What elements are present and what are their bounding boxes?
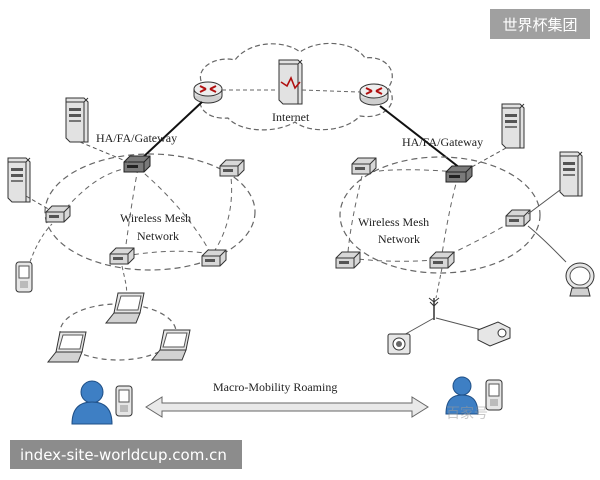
server-icon-right-mid (559, 151, 583, 197)
mobile-phone-icon-left (15, 261, 33, 293)
router-icon-left (193, 81, 223, 104)
mesh-node-left-3 (109, 247, 135, 265)
gateway-node-right (445, 165, 473, 183)
mesh-node-left-4 (201, 249, 227, 267)
uplink-left (139, 101, 203, 161)
projector-icon (477, 321, 511, 347)
mesh-node-left-2 (45, 205, 71, 223)
laptop-icon-right (151, 329, 191, 361)
laptop-icon-left (47, 331, 87, 363)
user-icon-right (445, 376, 479, 415)
gateway-node-left (123, 155, 151, 173)
mesh-node-right-3 (335, 251, 361, 269)
mesh-label-right-1: Wireless Mesh (358, 215, 429, 229)
top-right-watermark: 世界杯集团 (490, 9, 590, 39)
mobile-phone-icon-user-left (115, 385, 133, 417)
mesh-ring-left (44, 153, 256, 271)
bottom-left-watermark: index-site-worldcup.com.cn (10, 440, 242, 469)
mesh-ring-right (339, 156, 541, 274)
mesh-node-right-4 (429, 251, 455, 269)
mesh-node-right-2 (505, 209, 531, 227)
mobile-phone-icon-user-right (485, 379, 503, 411)
router-icon-right (359, 83, 389, 106)
internet-label: Internet (272, 110, 310, 124)
server-icon-left-mid (7, 157, 31, 203)
gateway-label-right: HA/FA/Gateway (402, 135, 483, 149)
server-icon-right-top (501, 103, 525, 149)
monitor-icon (565, 262, 595, 297)
camera-icon (387, 333, 411, 355)
roaming-label: Macro-Mobility Roaming (213, 380, 337, 394)
laptop-icon-top (105, 292, 145, 324)
server-icon-left-top (65, 97, 89, 143)
faint-logo-watermark: 百家号 (446, 405, 488, 422)
user-icon-left (71, 380, 113, 425)
roaming-arrow (145, 396, 429, 418)
mesh-node-left-1 (219, 159, 245, 177)
gateway-label-left: HA/FA/Gateway (96, 131, 177, 145)
mesh-label-right-2: Network (378, 232, 420, 246)
internet-cloud (199, 42, 393, 131)
mesh-label-left-1: Wireless Mesh (120, 211, 191, 225)
antenna-icon (428, 297, 440, 320)
internet-server-icon (278, 59, 303, 105)
mesh-node-right-1 (351, 157, 377, 175)
mesh-label-left-2: Network (137, 229, 179, 243)
